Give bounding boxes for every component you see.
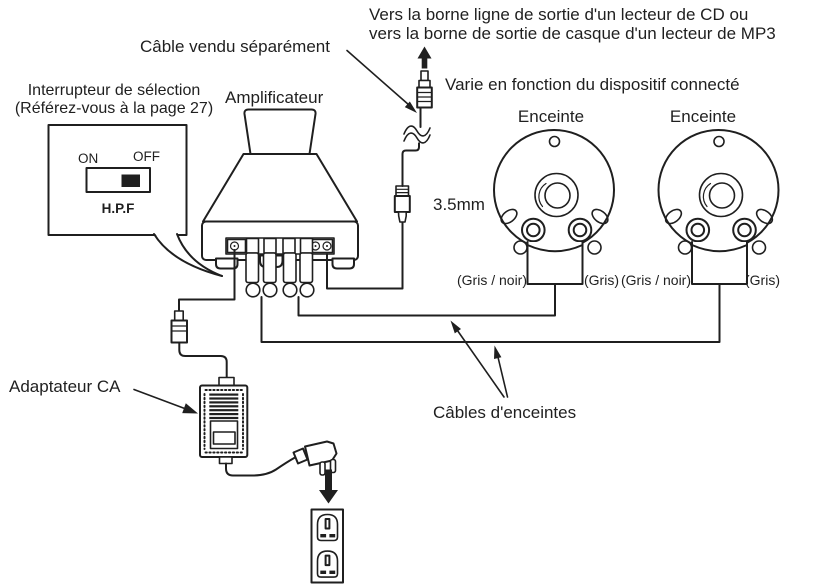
outlet-socket-bottom xyxy=(316,550,339,578)
aux-cable-lower xyxy=(401,142,420,187)
amp-power-port xyxy=(226,238,247,254)
varies-note: Varie en fonction du dispositif connecté xyxy=(445,75,740,94)
cable-break-symbol xyxy=(401,125,438,144)
amplifier-drawing xyxy=(201,108,359,298)
selector-switch-label: Interrupteur de sélection (Référez-vous … xyxy=(4,82,224,119)
amp-body xyxy=(202,153,358,223)
down-arrow-icon xyxy=(319,469,338,504)
amp-rear-panel xyxy=(225,237,335,255)
jack-35mm-plug xyxy=(393,185,411,223)
ac-adapter-drawing xyxy=(199,376,249,465)
wall-outlet xyxy=(310,508,344,584)
amp-foot-right xyxy=(331,257,355,270)
adapter-vents xyxy=(209,393,239,420)
speaker-right-label: Enceinte xyxy=(669,107,737,126)
hpf-switch-body xyxy=(85,167,151,193)
hpf-on-label: ON xyxy=(78,151,99,166)
ac-plug xyxy=(292,440,338,476)
speaker-cables-label: Câbles d'enceintes xyxy=(433,403,577,422)
hpf-callout xyxy=(47,124,223,277)
aux-cable xyxy=(326,46,438,290)
speaker-wire-to-right-speaker xyxy=(260,283,721,343)
speaker-left-wire-left-label: (Gris / noir) xyxy=(457,272,527,288)
ac-adapter-label: Adaptateur CA xyxy=(9,377,121,396)
amp-speaker-terminals xyxy=(245,237,314,254)
source-plug xyxy=(416,70,433,109)
power-chain xyxy=(133,249,344,584)
hpf-off-label: OFF xyxy=(133,149,160,164)
aux-route-line xyxy=(326,221,404,290)
amp-foot-left xyxy=(215,257,239,270)
speaker-right-wire-right-label: (Gris) xyxy=(745,272,780,288)
selector-switch-label-line2: (Référez-vous à la page 27) xyxy=(14,100,214,118)
cable-label-leader-arrow xyxy=(346,49,417,113)
hpf-name-label: H.P.F xyxy=(101,201,135,216)
speaker-cable-plugs xyxy=(245,252,315,298)
speaker-cables-arrows xyxy=(450,320,509,398)
outlet-socket-top xyxy=(316,513,339,542)
selector-switch-label-line1: Interrupteur de sélection xyxy=(27,82,201,99)
speaker-wire-to-left-speaker xyxy=(297,283,556,317)
speaker-left-drawing xyxy=(493,129,615,285)
speaker-right-drawing xyxy=(657,129,780,285)
dc-route-line xyxy=(178,249,236,312)
speaker-right-wire-left-label: (Gris / noir) xyxy=(621,272,691,288)
speaker-left-wire-right-label: (Gris) xyxy=(584,272,619,288)
hpf-switch-knob xyxy=(121,174,140,187)
ac-cord xyxy=(225,456,296,477)
dc-cable xyxy=(178,341,228,379)
source-note-line1: Vers la borne ligne de sortie d'un lecte… xyxy=(369,5,749,24)
up-arrow-icon xyxy=(417,46,432,69)
speaker-left-label: Enceinte xyxy=(517,107,585,126)
source-note-line2: vers la borne de sortie de casque d'un l… xyxy=(369,24,776,43)
jack-size-label: 3.5mm xyxy=(433,195,485,214)
adapter-label-leader-arrow xyxy=(133,388,198,414)
cable-sold-separately-label: Câble vendu séparément xyxy=(140,37,330,56)
dc-plug xyxy=(170,310,188,344)
amp-knob xyxy=(243,108,317,155)
amplifier-label: Amplificateur xyxy=(225,88,324,107)
